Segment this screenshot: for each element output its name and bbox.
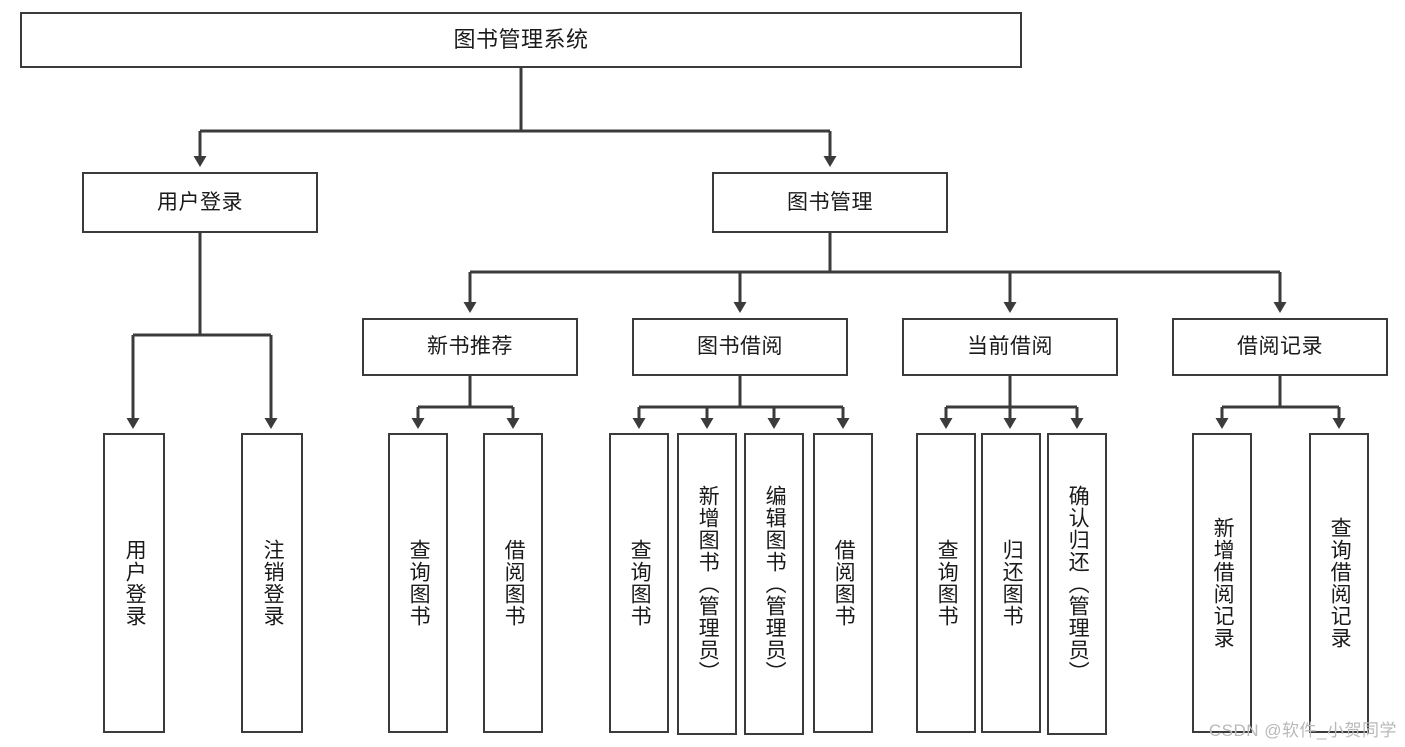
node-leaf-query-book-2[interactable]: 查询图书 xyxy=(609,433,669,733)
node-label: 查询借阅记录 xyxy=(1328,517,1352,649)
node-leaf-query-book-1[interactable]: 查询图书 xyxy=(388,433,448,733)
node-label: 用户登录 xyxy=(157,190,243,214)
node-label: 图书借阅 xyxy=(697,335,783,359)
node-leaf-borrow-book-2[interactable]: 借阅图书 xyxy=(813,433,873,733)
node-leaf-add-book[interactable]: 新增图书（管理员） xyxy=(677,433,737,735)
node-user-login[interactable]: 用户登录 xyxy=(82,172,318,233)
watermark-text: CSDN @软件_小贺同学 xyxy=(1208,721,1397,740)
node-leaf-user-login[interactable]: 用户登录 xyxy=(103,433,165,733)
node-new-book-recommend[interactable]: 新书推荐 xyxy=(362,318,578,376)
node-label: 图书管理 xyxy=(787,190,873,214)
node-book-borrow[interactable]: 图书借阅 xyxy=(632,318,848,376)
node-leaf-query-book-3[interactable]: 查询图书 xyxy=(916,433,976,733)
node-leaf-query-record[interactable]: 查询借阅记录 xyxy=(1309,433,1369,733)
node-label: 新增图书（管理员） xyxy=(696,485,720,683)
node-borrow-record[interactable]: 借阅记录 xyxy=(1172,318,1388,376)
node-label: 编辑图书（管理员） xyxy=(763,485,787,683)
node-label: 用户登录 xyxy=(123,539,147,627)
node-label: 当前借阅 xyxy=(967,335,1053,359)
node-leaf-add-record[interactable]: 新增借阅记录 xyxy=(1192,433,1252,733)
node-label: 新增借阅记录 xyxy=(1211,517,1235,649)
node-book-management[interactable]: 图书管理 xyxy=(712,172,948,233)
node-label: 借阅图书 xyxy=(832,539,856,627)
node-label: 查询图书 xyxy=(935,539,959,627)
node-label: 归还图书 xyxy=(1000,539,1024,627)
node-leaf-logout-login[interactable]: 注销登录 xyxy=(241,433,303,733)
node-leaf-borrow-book-1[interactable]: 借阅图书 xyxy=(483,433,543,733)
node-label: 新书推荐 xyxy=(427,335,513,359)
node-label: 查询图书 xyxy=(628,539,652,627)
node-label: 确认归还（管理员） xyxy=(1066,485,1090,683)
node-label: 查询图书 xyxy=(407,539,431,627)
node-leaf-confirm-return[interactable]: 确认归还（管理员） xyxy=(1047,433,1107,735)
node-label: 注销登录 xyxy=(261,539,285,627)
node-leaf-edit-book[interactable]: 编辑图书（管理员） xyxy=(744,433,804,735)
node-leaf-return-book[interactable]: 归还图书 xyxy=(981,433,1041,733)
node-label: 图书管理系统 xyxy=(453,26,589,52)
node-root-book-management-system[interactable]: 图书管理系统 xyxy=(20,12,1022,68)
node-label: 借阅图书 xyxy=(502,539,526,627)
node-label: 借阅记录 xyxy=(1237,335,1323,359)
node-current-borrow[interactable]: 当前借阅 xyxy=(902,318,1118,376)
